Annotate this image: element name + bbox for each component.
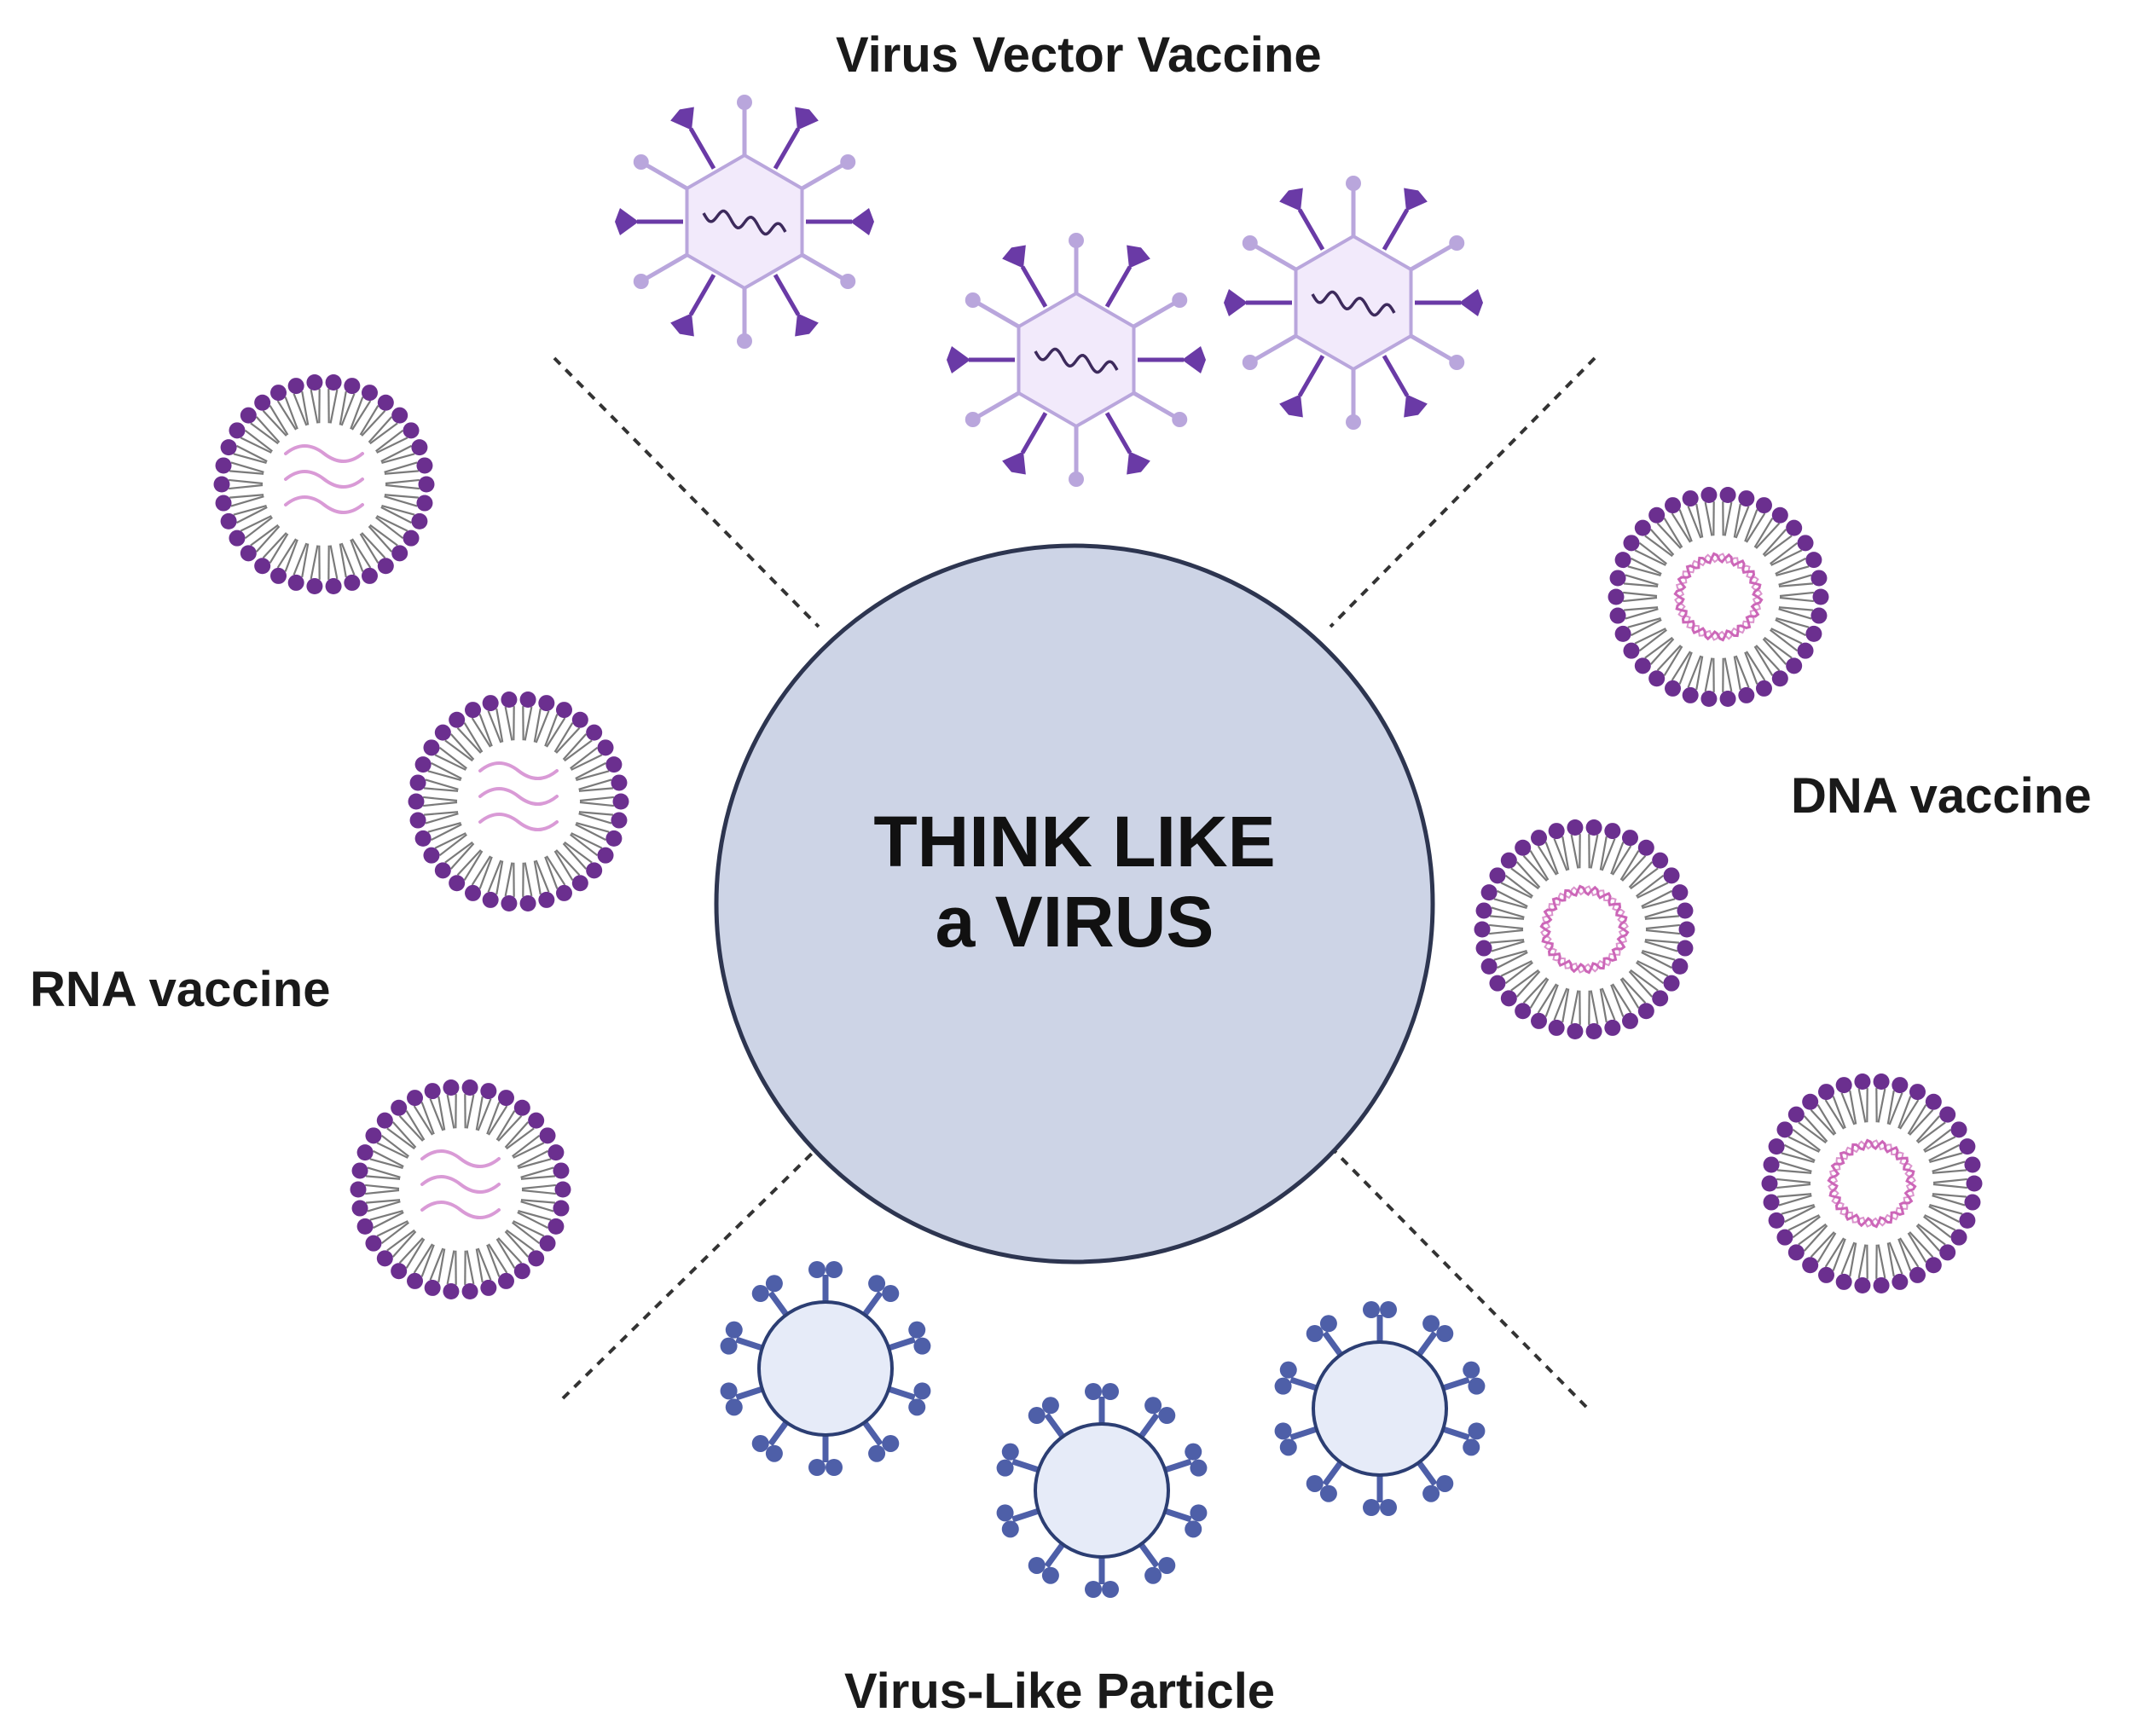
spiked-particle-icon <box>720 1261 931 1476</box>
hexagonal-capsid-virus-icon <box>615 95 874 349</box>
liposome-with-plasmid-icon <box>1474 819 1695 1039</box>
spiked-particle-icon <box>996 1383 1208 1598</box>
label-dna-vaccine: DNA vaccine <box>1791 768 2092 824</box>
center-title-line-2: a VIRUS <box>935 882 1214 963</box>
liposome-with-plasmid-icon <box>1761 1073 1983 1293</box>
label-rna-vaccine: RNA vaccine <box>30 962 331 1017</box>
virus-like-particle-icons <box>720 1261 1486 1598</box>
divider-line <box>1329 1145 1588 1409</box>
liposome-with-mrna-icon <box>350 1079 571 1299</box>
hexagonal-capsid-virus-icon <box>1224 176 1483 430</box>
divider-line <box>553 356 820 628</box>
divider-line <box>1329 356 1596 628</box>
liposome-with-mrna-icon <box>213 374 435 594</box>
center-circle <box>714 543 1435 1264</box>
divider-line <box>561 1145 820 1400</box>
divider-lines <box>553 356 1596 1409</box>
label-virus-vector-vaccine: Virus Vector Vaccine <box>836 27 1322 83</box>
liposome-with-plasmid-icon <box>1608 487 1829 707</box>
spiked-particle-icon <box>1274 1301 1486 1516</box>
rna-vaccine-icons <box>213 374 629 1299</box>
virus-vector-icons <box>615 95 1483 487</box>
center-title: THINK LIKE a VIRUS <box>716 801 1433 962</box>
center-title-line-1: THINK LIKE <box>873 801 1276 882</box>
hexagonal-capsid-virus-icon <box>947 233 1206 487</box>
liposome-with-mrna-icon <box>408 692 629 911</box>
dna-vaccine-icons <box>1474 487 1983 1293</box>
label-virus-like-particle: Virus-Like Particle <box>844 1664 1276 1719</box>
